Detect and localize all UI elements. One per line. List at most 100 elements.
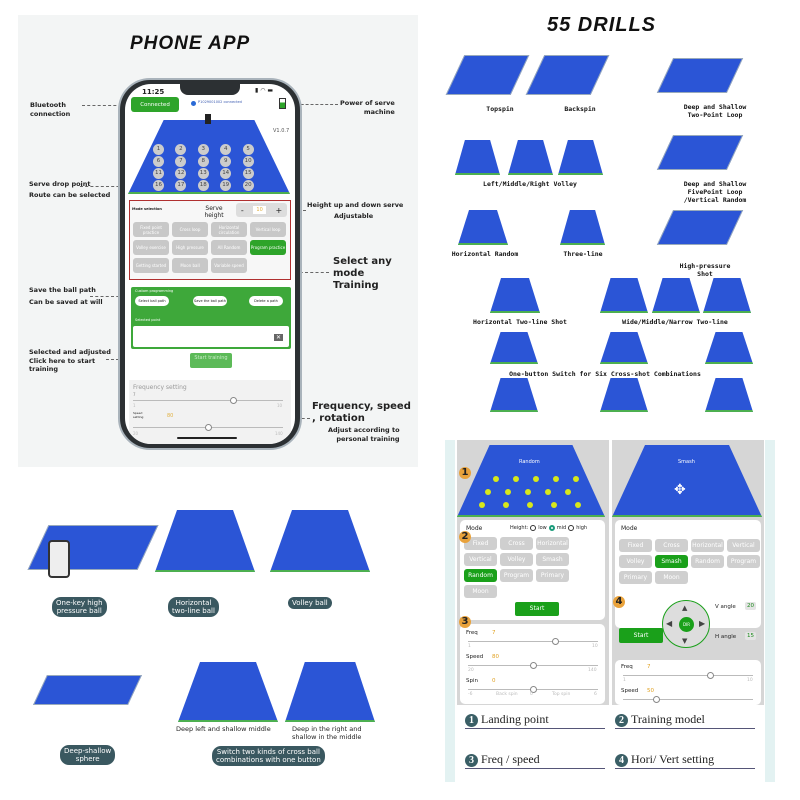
drop-point-button[interactable]: 4 (220, 144, 232, 155)
mode-button[interactable]: Cross (655, 539, 688, 552)
freq-slider[interactable] (623, 675, 753, 676)
drill-court-thumbnail (703, 278, 751, 313)
serve-height-label: Serve height (204, 205, 224, 219)
select-path-button[interactable]: Select ball path (135, 296, 169, 306)
direction-pad: ▲ ▼ ◀ ▶ DIR (662, 600, 710, 648)
connected-button[interactable]: Connected (131, 97, 179, 112)
mode-button[interactable]: Fixed (619, 539, 652, 552)
landing-ball (533, 476, 539, 482)
mode-button[interactable]: Vertical (464, 553, 497, 566)
drop-point-button[interactable]: 7 (175, 156, 187, 167)
backspace-icon[interactable]: ✕ (273, 334, 283, 341)
landing-ball (525, 489, 531, 495)
radio-high[interactable] (568, 525, 575, 531)
mode-button[interactable]: Volley exercise (133, 240, 169, 255)
mode-button[interactable]: Fixed point practice (133, 222, 169, 237)
start-training-button[interactable]: Start training (190, 353, 232, 368)
drop-point-button[interactable]: 18 (197, 180, 209, 191)
mode-button[interactable]: Horizontal circulation (211, 222, 247, 237)
drill-court-thumbnail (558, 140, 603, 175)
drop-point-button[interactable]: 8 (197, 156, 209, 167)
legend-label: Landing point (481, 712, 549, 726)
height-value[interactable]: 10 (253, 206, 266, 214)
speed-slider-knob[interactable] (652, 696, 660, 703)
height-decrease-button[interactable]: - (240, 205, 244, 215)
drop-point-button[interactable]: 5 (242, 144, 254, 155)
speed-slider-knob[interactable] (530, 662, 537, 669)
mode-button[interactable]: Fixed (464, 537, 497, 550)
freq-slider-knob[interactable] (551, 638, 559, 645)
mode-button[interactable]: Vertical loop (250, 222, 286, 237)
mode-button[interactable]: Horizontal (536, 537, 569, 550)
annotation-start-1: Selected and adjusted (29, 348, 111, 356)
spin-slider-knob[interactable] (530, 686, 537, 693)
start-button[interactable]: Start (515, 602, 559, 616)
mode-button[interactable]: Program (727, 555, 760, 568)
dir-button[interactable]: DIR (679, 617, 694, 632)
arrow-down-icon[interactable]: ▼ (682, 637, 688, 645)
height-label: Height: (510, 525, 529, 531)
mode-button[interactable]: Cross (500, 537, 533, 550)
freq-slider-knob[interactable] (230, 397, 237, 404)
drop-point-button[interactable]: 19 (220, 180, 232, 191)
mode-button[interactable]: Primary (536, 569, 569, 582)
phone-screen: 11:25 ▮ ◠ ▬ Connected P1029001002 connec… (125, 84, 295, 444)
mode-button[interactable]: Getting started (133, 258, 169, 273)
drill-court-thumbnail (656, 210, 744, 245)
mode-button[interactable]: All Random (211, 240, 247, 255)
drop-point-button[interactable]: 16 (153, 180, 164, 191)
mode-button[interactable]: Smash (655, 555, 688, 568)
drop-point-button[interactable]: 12 (175, 168, 187, 179)
drop-point-button[interactable]: 9 (220, 156, 232, 167)
freq-slider[interactable] (468, 641, 598, 642)
height-increase-button[interactable]: + (275, 205, 283, 215)
arrow-up-icon[interactable]: ▲ (682, 604, 688, 612)
drop-point-button[interactable]: 13 (197, 168, 209, 179)
drop-point-button[interactable]: 14 (220, 168, 232, 179)
drop-point-button[interactable]: 15 (242, 168, 254, 179)
arrow-left-icon[interactable]: ◀ (666, 619, 673, 628)
annotation-power: Power of serve machine (340, 99, 395, 116)
drop-point-button[interactable]: 2 (175, 144, 187, 155)
speed-slider-knob[interactable] (205, 424, 212, 431)
v-angle-value[interactable]: 20 (745, 602, 756, 610)
mode-button[interactable]: Random (464, 569, 497, 582)
mode-button[interactable]: Variable speed (211, 258, 247, 273)
mode-button[interactable]: Volley (500, 553, 533, 566)
drop-point-button[interactable]: 20 (242, 180, 254, 191)
drop-point-button[interactable]: 3 (197, 144, 209, 155)
mode-button[interactable]: Random (691, 555, 724, 568)
save-path-button[interactable]: Save the ball path (193, 296, 227, 306)
mode-button[interactable]: Smash (536, 553, 569, 566)
mode-button[interactable]: Moon ball (172, 258, 208, 273)
h-angle-value[interactable]: 15 (745, 632, 756, 640)
radio-low[interactable] (530, 525, 537, 531)
start-button[interactable]: Start (619, 628, 663, 643)
drop-point-button[interactable]: 10 (242, 156, 254, 167)
mode-button[interactable]: Program practice (250, 240, 286, 255)
selected-point-input[interactable]: ✕ (133, 326, 289, 347)
drop-point-button[interactable]: 1 (153, 144, 164, 155)
drop-point-button[interactable]: 6 (153, 156, 164, 167)
speed-slider[interactable] (623, 699, 753, 700)
freq-slider[interactable] (133, 400, 283, 401)
mode-button[interactable]: Horizontal (691, 539, 724, 552)
mode-button[interactable]: Primary (619, 571, 652, 584)
arrow-right-icon[interactable]: ▶ (699, 619, 706, 628)
mode-button[interactable]: High pressure (172, 240, 208, 255)
mode-button[interactable]: Cross loop (172, 222, 208, 237)
drill-court-thumbnail (705, 332, 753, 364)
mode-button[interactable]: Moon (464, 585, 497, 598)
example-court-image (33, 675, 142, 705)
mode-button[interactable]: Program (500, 569, 533, 582)
delete-path-button[interactable]: Delete a path (249, 296, 283, 306)
freq-slider-knob[interactable] (706, 672, 714, 679)
mode-button[interactable]: Volley (619, 555, 652, 568)
landing-ball (503, 502, 509, 508)
drop-point-button[interactable]: 17 (175, 180, 187, 191)
drop-point-button[interactable]: 11 (153, 168, 164, 179)
radio-mid[interactable] (548, 525, 555, 531)
spin-top: Top spin (552, 692, 571, 697)
mode-button[interactable]: Moon (655, 571, 688, 584)
mode-button[interactable]: Vertical (727, 539, 760, 552)
